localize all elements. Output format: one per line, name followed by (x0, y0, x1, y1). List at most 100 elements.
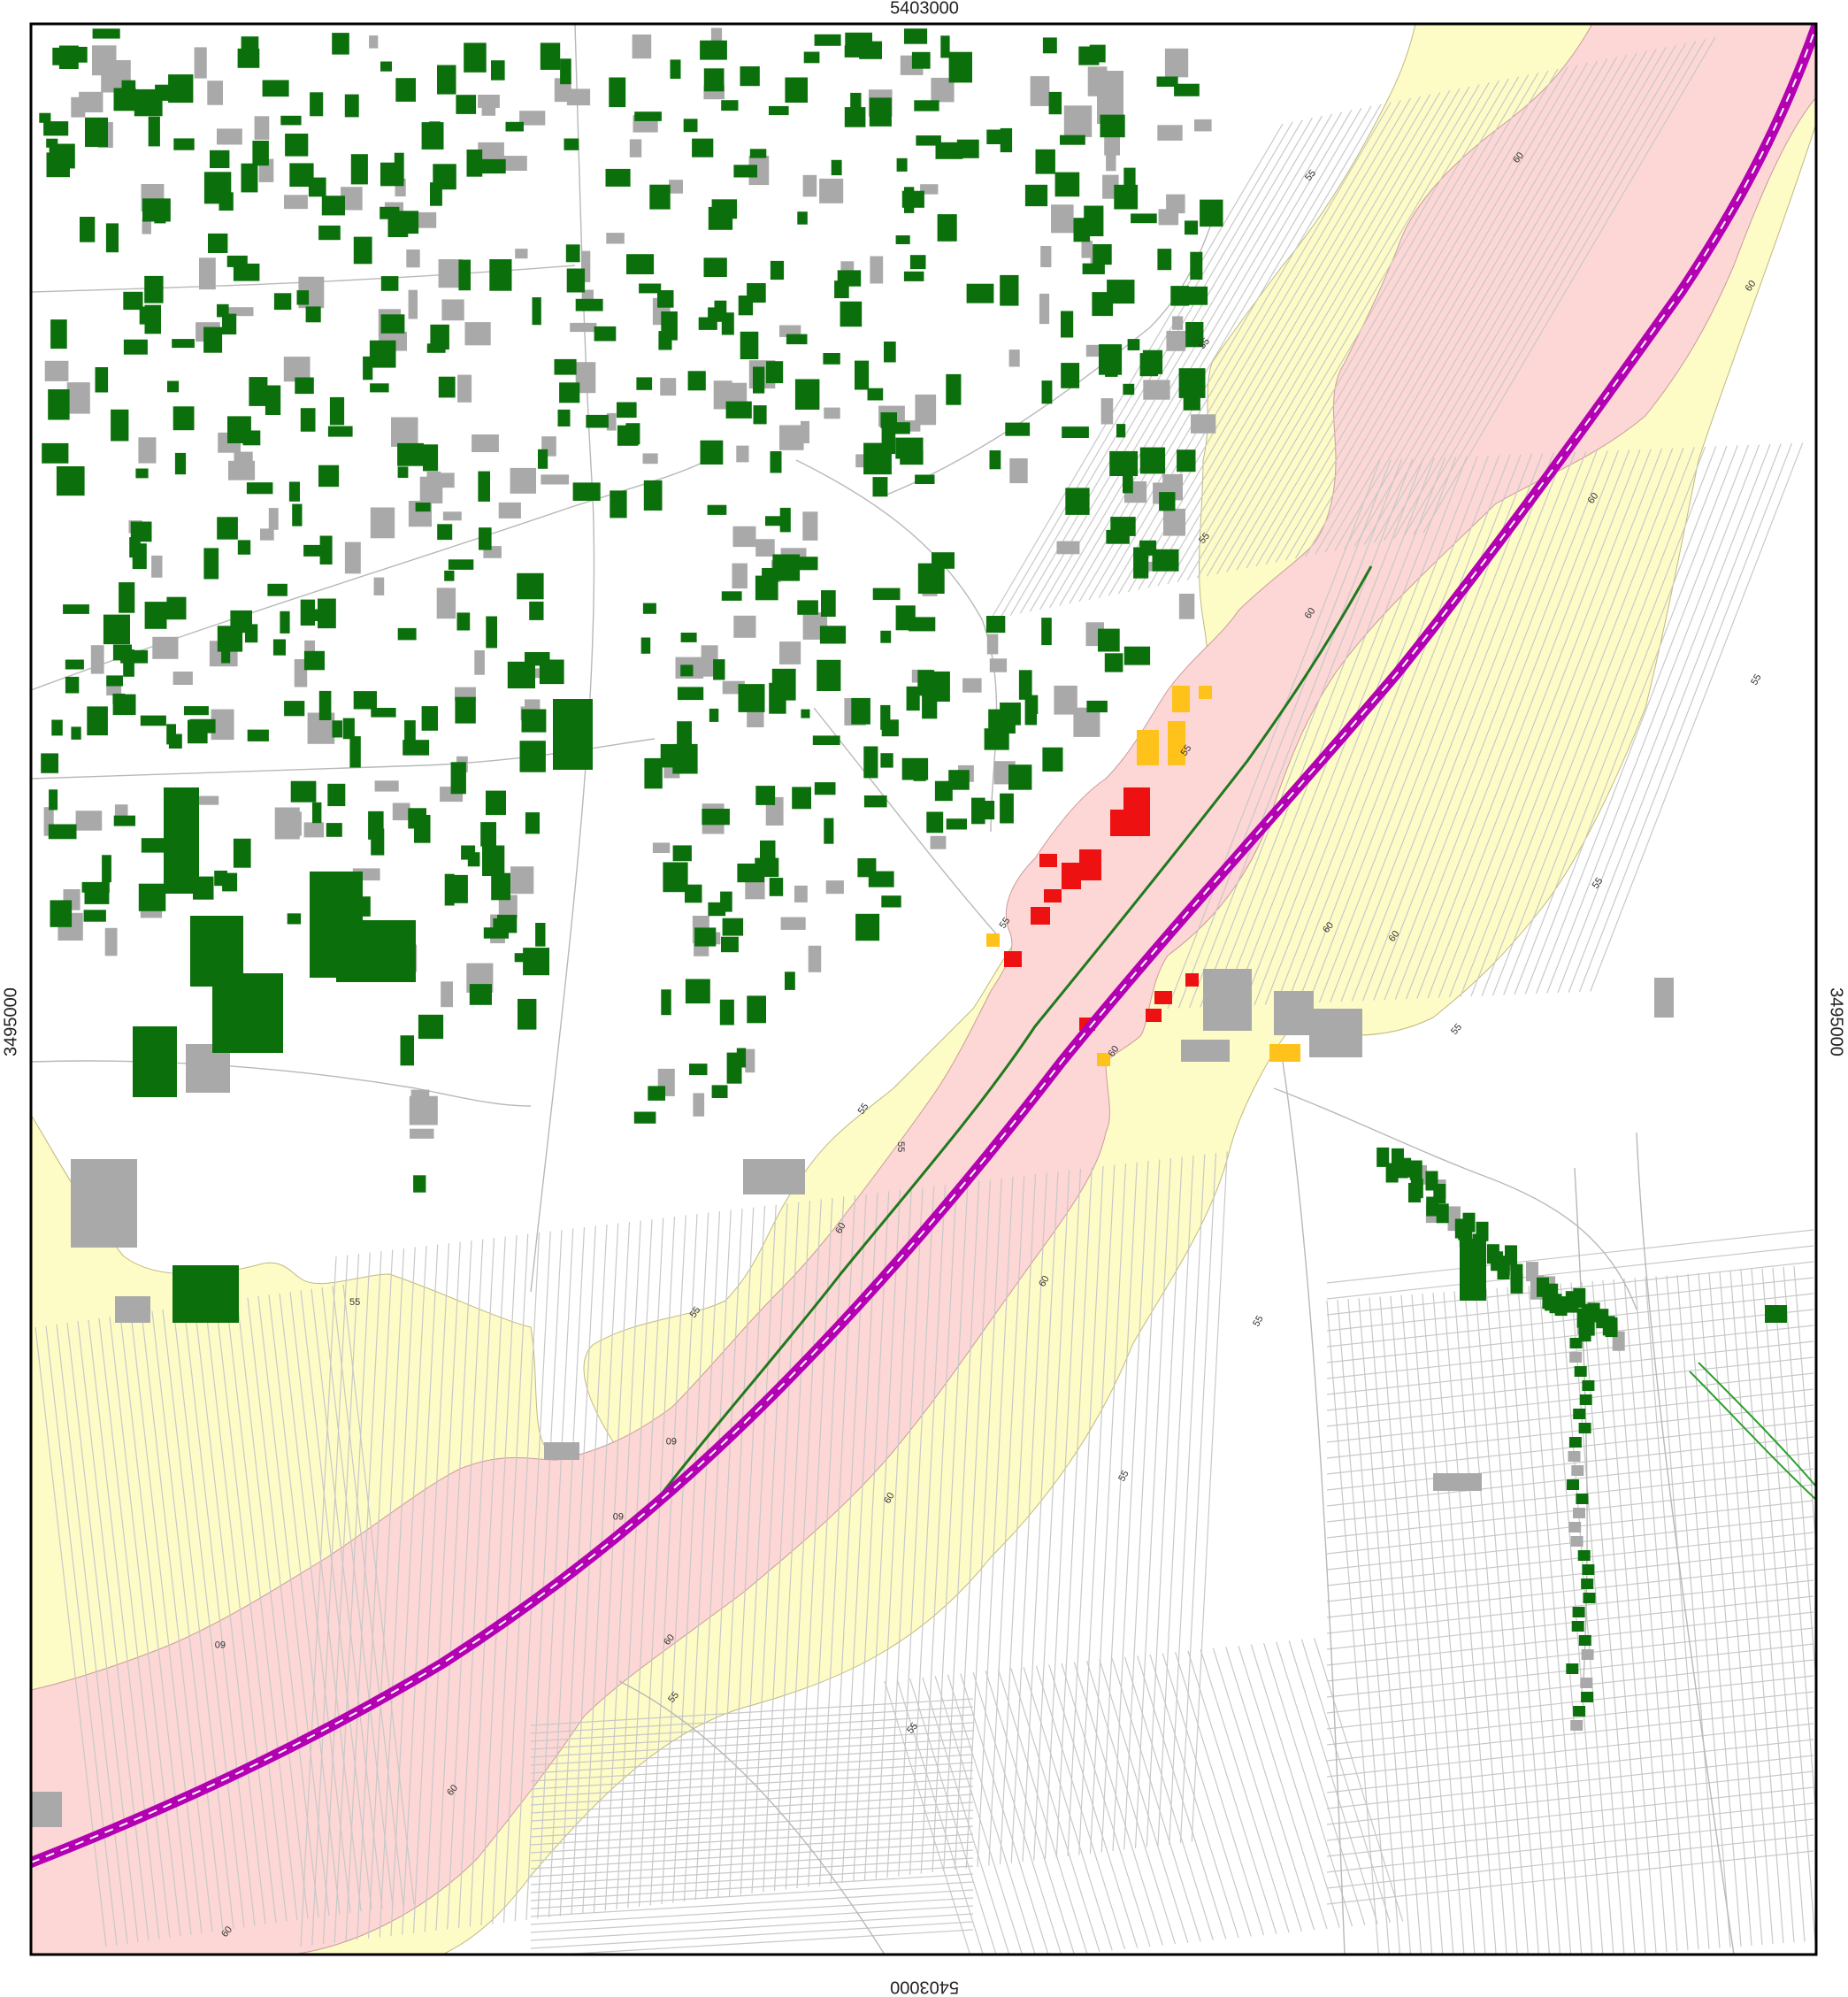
building-green (1185, 322, 1204, 348)
building-green (467, 852, 480, 867)
building-green (455, 696, 476, 724)
building-green (85, 117, 108, 148)
contour-label: 60 (1586, 491, 1601, 506)
parcel-strip (268, 1294, 341, 1915)
building-green (408, 810, 422, 829)
parcel-strip (1157, 1155, 1194, 1847)
building-grey (254, 116, 270, 140)
building-green (535, 923, 546, 947)
parcel-strip (1448, 448, 1663, 998)
parcel-strip (77, 1321, 150, 1941)
parcel-strip (1029, 115, 1323, 612)
building-grey (1051, 204, 1074, 234)
building-green (948, 770, 970, 790)
road-3 (31, 738, 656, 780)
parcel-strip (1288, 1640, 1378, 1924)
parcel-line (1326, 1245, 1814, 1300)
parcel-strip (1351, 452, 1565, 1002)
building-green (329, 396, 345, 426)
parcel-strip (1275, 66, 1568, 563)
parcel-strip (492, 1233, 529, 1924)
parcel-strip (898, 1186, 935, 1877)
building-green (1185, 220, 1199, 235)
building-red (1039, 854, 1057, 867)
parcel-line (530, 1738, 974, 1766)
building-green (65, 659, 84, 670)
building-green (1157, 249, 1172, 271)
parcel-strip (1538, 1285, 1593, 1955)
building-east-row (1409, 1160, 1422, 1180)
contour-label: 60 (613, 1510, 624, 1521)
building-green (895, 605, 916, 631)
building-green-large (164, 787, 199, 894)
parcel-strip (1708, 1271, 1763, 1946)
building-green (142, 198, 171, 222)
building-green (1123, 383, 1135, 396)
building-grey (304, 640, 315, 660)
parcel-line (530, 1881, 974, 1909)
building-grey (1163, 508, 1185, 536)
contour-label: 60 (1387, 929, 1402, 944)
building-green (312, 802, 322, 824)
parcel-strip (1475, 1289, 1529, 1955)
building-green (798, 557, 818, 571)
building-grey (408, 289, 418, 319)
parcel-strip (130, 1313, 203, 1934)
building-red (1031, 907, 1050, 925)
building-green (148, 116, 160, 147)
buildings-orange (986, 686, 1300, 1066)
building-green (303, 650, 325, 671)
parcel-strip (1098, 102, 1392, 598)
parcel-strip (1216, 78, 1510, 575)
building-orange (986, 933, 1000, 947)
building-grey (870, 256, 884, 284)
parcel-line (530, 1778, 974, 1806)
parcel-line (1326, 1293, 1814, 1348)
parcel-strip (853, 1191, 890, 1882)
building-green (661, 989, 671, 1016)
building-green (400, 1035, 414, 1066)
building-green (770, 451, 782, 473)
building-green (670, 59, 681, 79)
parcel-line (1326, 1404, 1814, 1459)
parcel-strip (1347, 1299, 1401, 1955)
parcel-line (1326, 1627, 1814, 1682)
building-orange (1199, 686, 1212, 699)
building-green (557, 409, 571, 426)
building-green (342, 718, 355, 740)
building-grey (369, 35, 379, 49)
building-green (1024, 184, 1048, 207)
parcel-line (1326, 1356, 1814, 1411)
building-green (326, 823, 342, 837)
building-green (380, 276, 399, 291)
building-grey (1166, 330, 1186, 351)
building-green (817, 659, 841, 691)
building-grey (1178, 594, 1195, 619)
building-grey (457, 374, 472, 403)
building-grey (808, 945, 822, 972)
building-grey (930, 835, 947, 849)
building-green (747, 283, 766, 303)
building-grey (498, 895, 518, 918)
parcel-strip (1783, 1266, 1816, 1689)
building-grey (441, 981, 453, 1008)
parcel-strip (1307, 454, 1522, 1003)
building-green (917, 563, 945, 594)
parcel-strip (1033, 1170, 1070, 1861)
parcel-strip (1099, 1659, 1189, 1943)
parcel-line (530, 1873, 974, 1901)
parcel-strip (638, 1216, 676, 1908)
parcel-line (1326, 1229, 1814, 1284)
building-green (1089, 44, 1106, 63)
building-east-col (1581, 1578, 1594, 1589)
building-green (880, 753, 893, 768)
building-green (677, 721, 692, 749)
building-grey (344, 541, 361, 574)
building-green (262, 80, 289, 97)
parcel-strip (1088, 104, 1382, 601)
building-green (525, 812, 540, 834)
parcel-strip (1413, 39, 1706, 535)
parcel-strip (1422, 36, 1716, 534)
parcel-strip (1085, 1660, 1177, 1945)
